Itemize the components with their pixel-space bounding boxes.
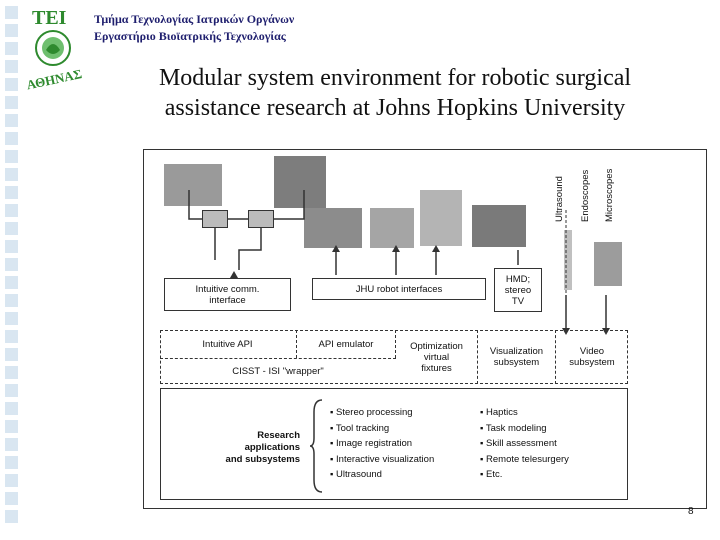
department-name: Τμήμα Τεχνολογίας Ιατρικών Οργάνων [94, 12, 295, 26]
lab-name: Εργαστήριο Βιοϊατρικής Τεχνολογίας [94, 29, 286, 43]
device-label-microscopes: Microscopes [604, 168, 615, 222]
svg-text:ΤΕΙ: ΤΕΙ [32, 7, 67, 29]
research-applications-label: Research applications and subsystems [225, 430, 300, 465]
api-layer [160, 330, 628, 384]
device-label-ultrasound: Ultrasound [554, 176, 565, 222]
optimization-virtual-fixtures-box: Optimization virtual fixtures [396, 330, 478, 384]
robot-arm-image-3 [420, 190, 462, 246]
list-item: ▪ Etc. [480, 469, 503, 480]
device-label-endoscopes: Endoscopes [580, 169, 591, 222]
tei-athens-logo: ΤΕΙ ΑΘΗΝΑΣ [25, 7, 83, 92]
robot-console-image [164, 164, 222, 206]
surgeon-station-image [274, 156, 326, 208]
list-item: ▪ Interactive visualization [330, 453, 435, 465]
list-item: ▪ Remote telesurgery [480, 453, 569, 465]
robot-arm-image-2 [370, 208, 414, 248]
research-list-left: ▪ Stereo processing ▪ Tool tracking ▪ Im… [330, 405, 434, 483]
video-subsystem-box: Video subsystem [569, 346, 615, 368]
list-item: ▪ Skill assessment [480, 438, 557, 449]
visualization-subsystem-box: Visualization subsystem [478, 330, 556, 384]
hmd-stereo-tv-box: HMD; stereo TV [494, 268, 542, 312]
brace [310, 399, 323, 493]
svg-text:ΑΘΗΝΑΣ: ΑΘΗΝΑΣ [25, 66, 83, 92]
api-emulator-box: API emulator [296, 330, 396, 358]
list-item: ▪ Stereo processing [330, 407, 413, 418]
cisst-wrapper-box: CISST - ISI "wrapper" [160, 358, 396, 384]
endoscope-image [564, 230, 572, 290]
research-list-right: ▪ Haptics ▪ Task modeling ▪ Skill assess… [480, 405, 569, 483]
list-item: ▪ Ultrasound [330, 469, 382, 480]
robot-arm-image-4 [472, 205, 526, 247]
robot-arm-image-1 [304, 208, 362, 248]
jhu-robot-interfaces-box: JHU robot interfaces [312, 278, 486, 300]
intuitive-comm-interface-box: Intuitive comm. interface [164, 278, 291, 311]
list-item: ▪ Tool tracking [330, 422, 390, 434]
slide-title: Modular system environment for robotic s… [158, 65, 632, 121]
console-box-2 [248, 210, 274, 228]
intuitive-api-box: Intuitive API [202, 338, 253, 350]
list-item: ▪ Image registration [330, 438, 413, 449]
research-applications-panel [160, 388, 628, 500]
list-item: ▪ Task modeling [480, 422, 547, 434]
list-item: ▪ Haptics [480, 407, 518, 418]
system-diagram: Ultrasound Endoscopes Microscopes Intuit… [143, 149, 707, 509]
microscope-image [594, 242, 622, 286]
page-number: 8 [688, 506, 694, 517]
console-box-1 [202, 210, 228, 228]
